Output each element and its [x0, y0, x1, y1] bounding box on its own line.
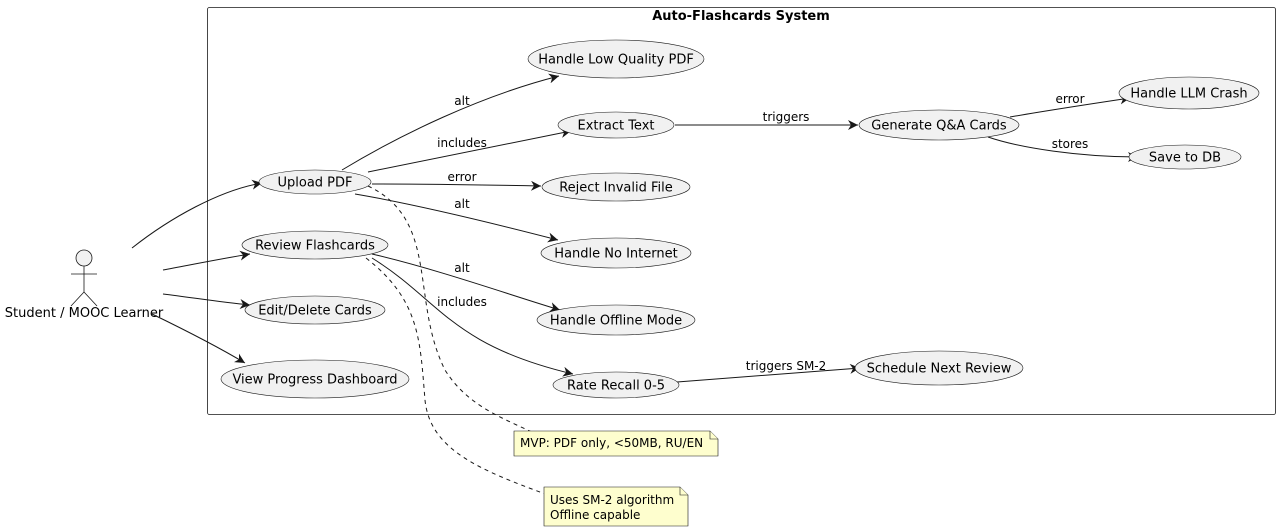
usecase-label: Save to DB — [1149, 151, 1221, 166]
usecase-save-to-db[interactable]: Save to DB — [1128, 144, 1242, 170]
usecase-label: Handle LLM Crash — [1130, 87, 1247, 102]
system-boundary: Auto-Flashcards System — [207, 7, 1276, 415]
label-generate-to-save: stores — [1052, 137, 1089, 151]
note-connectors — [365, 185, 549, 496]
association-upload-pdf — [131, 179, 263, 249]
edge-review-to-offline — [371, 253, 561, 312]
usecase-label: Handle Low Quality PDF — [538, 53, 694, 68]
usecase-label: Upload PDF — [277, 176, 352, 191]
note-mvp: MVP: PDF only, <50MB, RU/EN — [513, 430, 719, 457]
association-review-flashcards — [162, 250, 251, 271]
note-sm2-line1: Uses SM-2 algorithm — [550, 493, 674, 507]
usecase-upload-pdf[interactable]: Upload PDF — [258, 169, 372, 195]
usecase-handle-low-quality-pdf[interactable]: Handle Low Quality PDF — [527, 39, 705, 79]
system-title: Auto-Flashcards System — [652, 9, 830, 24]
edge-generate-to-save — [987, 136, 1139, 162]
edge-upload-to-no-internet — [354, 193, 559, 243]
edge-upload-to-extract — [367, 128, 572, 173]
actor-associations — [131, 179, 263, 364]
usecase-label: Generate Q&A Cards — [871, 119, 1007, 134]
label-extract-to-generate: triggers — [763, 110, 810, 124]
label-upload-to-low-quality: alt — [454, 94, 470, 108]
note-mvp-text: MVP: PDF only, <50MB, RU/EN — [520, 436, 703, 450]
label-upload-to-reject: error — [447, 170, 476, 184]
edge-rate-to-schedule — [676, 363, 861, 383]
connector-review-to-sm2-note — [365, 257, 549, 496]
relationship-edges: alt includes error alt alt includes trig… — [341, 73, 1139, 383]
association-view-progress — [151, 313, 246, 364]
label-review-to-rate: includes — [437, 295, 487, 309]
usecase-label: Review Flashcards — [255, 239, 375, 254]
connector-upload-to-mvp-note — [367, 185, 549, 441]
usecase-rate-recall[interactable]: Rate Recall 0-5 — [552, 371, 680, 399]
note-sm2: Uses SM-2 algorithm Offline capable — [543, 486, 689, 527]
note-mvp-fold — [709, 431, 718, 440]
note-sm2-line2: Offline capable — [550, 508, 640, 522]
usecase-edit-delete-cards[interactable]: Edit/Delete Cards — [244, 295, 386, 325]
label-generate-to-llm-crash: error — [1055, 92, 1084, 106]
usecase-label: Handle No Internet — [554, 247, 677, 262]
usecase-review-flashcards[interactable]: Review Flashcards — [241, 230, 389, 260]
actor-label: Student / MOOC Learner — [5, 306, 164, 321]
edge-upload-to-reject — [371, 180, 542, 191]
system-boundary-box — [207, 7, 1276, 415]
usecase-view-progress-dashboard[interactable]: View Progress Dashboard — [220, 359, 410, 399]
usecase-label: Handle Offline Mode — [550, 314, 682, 329]
usecase-label: Edit/Delete Cards — [258, 304, 372, 319]
label-review-to-offline: alt — [454, 261, 470, 275]
edge-generate-to-llm-crash — [1009, 94, 1131, 118]
label-upload-to-no-internet: alt — [454, 197, 470, 211]
usecase-label: Extract Text — [578, 119, 655, 134]
note-sm2-fold — [679, 487, 688, 496]
edge-upload-to-low-quality — [341, 73, 560, 171]
usecase-reject-invalid-file[interactable]: Reject Invalid File — [541, 172, 691, 202]
note-sm2-shape — [543, 486, 689, 527]
note-mvp-shape — [513, 430, 719, 457]
usecase-label: Reject Invalid File — [559, 181, 673, 196]
usecase-generate-qa-cards[interactable]: Generate Q&A Cards — [858, 109, 1020, 141]
usecase-handle-llm-crash[interactable]: Handle LLM Crash — [1118, 76, 1260, 110]
usecase-label: Schedule Next Review — [867, 362, 1012, 377]
usecase-handle-offline-mode[interactable]: Handle Offline Mode — [536, 304, 696, 336]
actor-student[interactable]: Student / MOOC Learner — [5, 249, 164, 321]
label-rate-to-schedule: triggers SM-2 — [746, 359, 827, 373]
usecase-label: Rate Recall 0-5 — [567, 379, 665, 394]
usecase-extract-text[interactable]: Extract Text — [557, 111, 675, 139]
actor-stick-figure-icon — [70, 249, 98, 307]
label-upload-to-extract: includes — [437, 136, 487, 150]
usecase-schedule-next-review[interactable]: Schedule Next Review — [854, 350, 1024, 386]
edge-review-to-rate — [371, 257, 574, 377]
usecase-label: View Progress Dashboard — [232, 373, 397, 388]
association-edit-delete — [162, 293, 251, 309]
usecase-handle-no-internet[interactable]: Handle No Internet — [540, 237, 692, 269]
